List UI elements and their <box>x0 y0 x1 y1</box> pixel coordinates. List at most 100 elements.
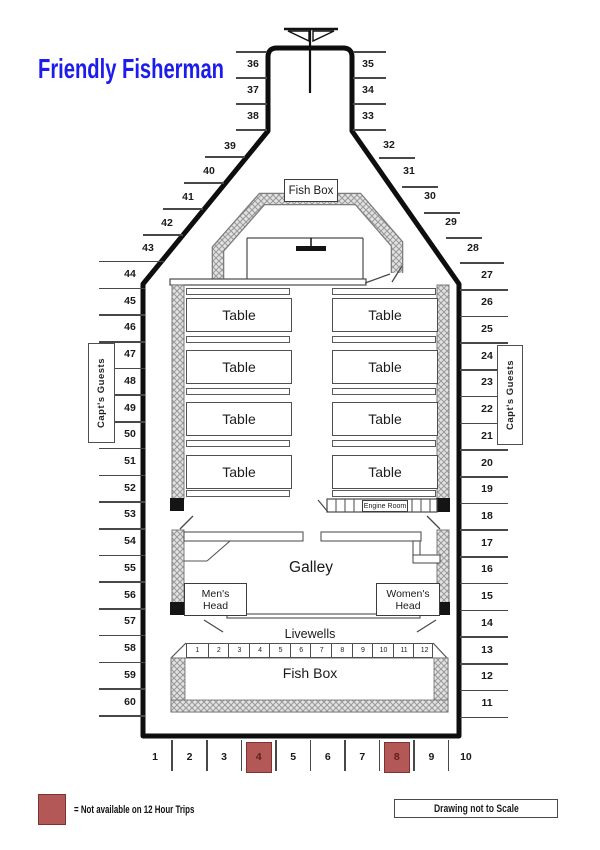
seat-number: 58 <box>124 642 136 655</box>
seat-number: 6 <box>324 751 331 763</box>
seat-number: 48 <box>124 374 136 387</box>
livewell-cell: 9 <box>351 644 374 657</box>
bench-seat <box>332 388 436 395</box>
scale-note-text: Drawing not to Scale <box>433 802 519 815</box>
table-box: Table <box>186 455 292 489</box>
seat-number: 19 <box>481 483 493 496</box>
seat-number: 24 <box>481 349 493 362</box>
seat-divider-tick <box>460 502 508 505</box>
seat-number: 30 <box>424 190 436 202</box>
seat-number: 13 <box>481 643 493 656</box>
seat-number: 22 <box>481 403 493 416</box>
seat-number: 23 <box>481 376 493 389</box>
hull-outline <box>140 45 462 739</box>
seat-number: 49 <box>124 401 136 414</box>
boat-title: Friendly Fisherman <box>38 53 224 84</box>
bench-seat <box>186 336 290 343</box>
seat-number: 56 <box>124 588 136 601</box>
seat-divider-tick <box>206 740 208 771</box>
galley-door-swings <box>179 515 441 633</box>
womens-head-label-line2: Head <box>395 599 421 612</box>
seat-number: 51 <box>124 455 136 468</box>
seat-divider-tick <box>460 556 508 558</box>
unavailable-seat-marker <box>383 742 410 773</box>
seat-number: 52 <box>124 481 136 494</box>
seat-number: 10 <box>460 751 472 763</box>
seat-divider-tick <box>99 447 145 450</box>
bench-seat <box>186 288 290 295</box>
seat-divider-tick <box>184 182 224 184</box>
bow-door-swing <box>391 265 403 283</box>
mens-head-room: Men's Head <box>184 583 247 616</box>
seat-divider-tick <box>424 212 460 214</box>
seat-divider-tick <box>353 103 386 105</box>
seat-divider-tick <box>446 237 482 239</box>
mens-head-label-line1: Men's <box>201 587 230 600</box>
galley-label: Galley <box>289 559 333 576</box>
bench-seat <box>186 440 290 447</box>
seat-number: 4 <box>255 751 262 763</box>
bench-seat <box>186 490 290 497</box>
seat-number: 53 <box>124 508 136 521</box>
seat-number: 35 <box>362 58 374 70</box>
seat-number: 15 <box>481 590 493 603</box>
livewell-cell: 12 <box>413 644 435 657</box>
bench-seat <box>332 440 436 447</box>
seat-number: 54 <box>124 535 136 548</box>
seat-divider-tick <box>171 740 174 771</box>
cabin-side-walls <box>170 284 450 512</box>
bench-seat <box>332 288 436 295</box>
bench-seat <box>332 336 436 343</box>
seat-divider-tick <box>99 528 145 530</box>
seat-number: 36 <box>247 58 259 70</box>
seat-number: 46 <box>124 321 136 334</box>
seat-divider-tick <box>460 609 508 612</box>
unavailable-seat-marker <box>245 742 272 773</box>
seat-number: 1 <box>152 751 158 763</box>
galley-counters <box>183 531 441 564</box>
seat-number: 38 <box>247 110 259 122</box>
seat-divider-tick <box>99 661 145 664</box>
seat-number: 25 <box>481 322 493 335</box>
seat-number: 12 <box>481 670 493 683</box>
seat-number: 57 <box>124 615 136 628</box>
seat-number: 39 <box>224 140 236 152</box>
seat-number: 3 <box>221 751 228 763</box>
seat-number: 60 <box>124 695 136 708</box>
livewell-cell: 3 <box>228 644 250 657</box>
galley-aft-wall <box>226 613 421 619</box>
womens-head-label-line1: Women's <box>386 587 430 600</box>
seat-number: 17 <box>481 536 493 549</box>
seat-number: 37 <box>247 84 259 96</box>
seat-divider-tick <box>460 529 508 532</box>
unavailable-legend-swatch <box>38 794 66 825</box>
seat-divider-tick <box>460 342 508 344</box>
stern-fishbox-label: Fish Box <box>282 665 338 681</box>
livewell-cell: 8 <box>331 644 353 657</box>
livewell-cell: 10 <box>372 644 394 657</box>
seat-divider-tick <box>460 262 504 264</box>
seat-divider-tick <box>99 340 145 343</box>
seat-number: 40 <box>203 165 215 177</box>
seat-divider-tick <box>236 77 267 79</box>
unavailable-legend-text: = Not available on 12 Hour Trips <box>74 799 241 821</box>
bench-seat <box>332 490 436 497</box>
seat-divider-tick <box>99 688 145 690</box>
seat-divider-tick <box>413 740 415 771</box>
seat-number: 27 <box>481 269 493 282</box>
seat-divider-tick <box>143 234 183 236</box>
engine-room-label: Engine Room <box>362 500 408 512</box>
bow-pulpit <box>284 27 338 93</box>
seat-number: 11 <box>481 697 493 709</box>
seat-divider-tick <box>99 367 145 370</box>
seat-divider-tick <box>378 740 381 771</box>
seat-number: 50 <box>124 428 136 441</box>
table-box: Table <box>332 350 438 384</box>
livewell-cell: 6 <box>289 644 312 657</box>
scale-note-box: Drawing not to Scale <box>394 799 558 818</box>
capts-guests-label: Capt's Guests <box>96 358 107 428</box>
seat-divider-tick <box>353 77 386 79</box>
